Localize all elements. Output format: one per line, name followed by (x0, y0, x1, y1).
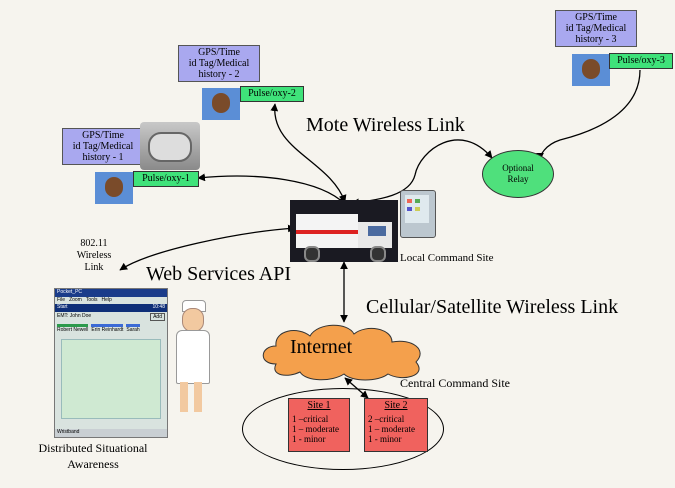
pda-content-area (61, 339, 161, 419)
optional-relay-node: Optional Relay (482, 150, 554, 198)
pda-toolbar: EMT: John Doe Add (55, 312, 167, 322)
pda-menu-item[interactable]: Tools (85, 297, 98, 303)
patient-avatar-icon (572, 54, 610, 86)
pda-status-bar: Wristband (55, 429, 167, 437)
pda-patient-item[interactable]: Robert Newell (57, 324, 89, 333)
sensor-device-image (140, 122, 200, 170)
web-services-api-label: Web Services API (146, 263, 292, 285)
gps-line: GPS/Time (198, 47, 240, 58)
gps-line: history - 1 (82, 152, 124, 163)
gps-box-2: GPS/Time id Tag/Medical history - 2 (178, 45, 260, 82)
site-2-card: Site 2 2 –critical 1 – moderate 1 - mino… (364, 398, 428, 452)
pda-user-label: EMT: John Doe (57, 313, 92, 319)
handheld-device-icon (400, 190, 436, 238)
patient-avatar-icon (202, 88, 240, 120)
gps-line: history - 3 (575, 34, 617, 45)
site-1-card: Site 1 1 –critical 1 – moderate 1 - mino… (288, 398, 350, 452)
distributed-line: Awareness (67, 457, 119, 471)
site-line: 1 - minor (292, 434, 326, 444)
pda-titlebar: Pocket_PC (55, 289, 167, 297)
pda-patient-list: Robert Newell Erin Reinhardt Sarah (55, 322, 167, 335)
arrow-relay-ambulance (351, 139, 493, 207)
gps-line: id Tag/Medical (188, 58, 250, 69)
pda-patient-item[interactable]: Sarah (126, 324, 140, 333)
arrow-pulse2-ambulance (270, 103, 347, 203)
central-command-site-label: Central Command Site (400, 376, 510, 390)
pulse-oxy-2: Pulse/oxy-2 (240, 86, 304, 102)
mote-wireless-link-label: Mote Wireless Link (306, 114, 465, 136)
pda-taskbar: Start 10:48 (55, 304, 167, 312)
pda-patient-item[interactable]: Erin Reinhardt (91, 324, 124, 333)
site-title: Site 1 (307, 400, 331, 411)
pulse-oxy-1: Pulse/oxy-1 (133, 171, 199, 187)
distributed-awareness-label: Distributed Situational Awareness (8, 440, 178, 472)
pda-clock: 10:48 (152, 304, 165, 310)
site-line: 2 –critical (368, 414, 405, 424)
nurse-figure-image (168, 300, 214, 416)
cellular-satellite-link-label: Cellular/Satellite Wireless Link (366, 296, 619, 318)
site-line: 1 – moderate (292, 424, 339, 434)
central-command-ellipse (242, 388, 444, 470)
local-command-site-label: Local Command Site (400, 252, 494, 264)
pda-menu-item[interactable]: File (57, 297, 66, 303)
gps-line: id Tag/Medical (72, 141, 134, 152)
relay-label: Relay (507, 174, 529, 184)
pulse-oxy-3: Pulse/oxy-3 (609, 53, 673, 69)
wifi-line: 802.11 (80, 238, 108, 249)
site-line: 1 –critical (292, 414, 329, 424)
gps-line: history - 2 (198, 69, 240, 80)
site-line: 1 – moderate (368, 424, 415, 434)
pda-menu-item[interactable]: Zoom (69, 297, 82, 303)
distributed-line: Distributed Situational (38, 441, 148, 455)
arrow-pulse3-relay (536, 69, 641, 161)
gps-line: GPS/Time (575, 12, 617, 23)
relay-label: Optional (502, 163, 534, 173)
arrow-ambulance-pda (119, 224, 296, 271)
wifi-link-label: 802.11 Wireless Link (74, 238, 114, 274)
gps-box-3: GPS/Time id Tag/Medical history - 3 (555, 10, 637, 47)
internet-label: Internet (290, 336, 353, 358)
pda-menu-item[interactable]: Help (101, 297, 112, 303)
patient-avatar-icon (95, 172, 133, 204)
gps-line: id Tag/Medical (565, 23, 627, 34)
pda-start-button[interactable]: Start (57, 304, 68, 310)
internet-cloud (262, 324, 421, 381)
pda-screen: Pocket_PC File Zoom Tools Help Start 10:… (54, 288, 168, 438)
ambulance-image (290, 200, 398, 262)
gps-box-1: GPS/Time id Tag/Medical history - 1 (62, 128, 144, 165)
pda-add-button[interactable]: Add (150, 313, 165, 321)
pda-menu: File Zoom Tools Help (55, 297, 167, 304)
site-title: Site 2 (384, 400, 408, 411)
site-line: 1 - minor (368, 434, 402, 444)
gps-line: GPS/Time (82, 130, 124, 141)
wifi-line: Wireless (76, 250, 112, 261)
wifi-line: Link (84, 262, 104, 273)
